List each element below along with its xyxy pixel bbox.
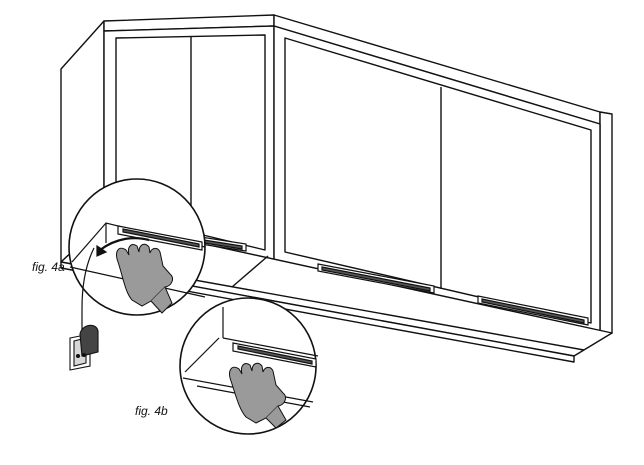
led-bar-middle-lens: [321, 266, 431, 292]
adapter-body: [79, 324, 99, 357]
fig-4b-label: fig. 4b: [135, 404, 168, 418]
hand-icon-4b: [229, 362, 287, 429]
right-door-inner: [284, 37, 592, 324]
fig-4a-label: fig. 4a: [32, 260, 65, 274]
callout-4b: [179, 297, 319, 435]
arrow-head: [96, 244, 108, 257]
callout-4a: [68, 178, 206, 334]
cabinet-right-side: [599, 111, 613, 335]
hand-icon: [116, 243, 173, 314]
callout-4b-detail: [182, 307, 319, 408]
cabinet-bottom-seam: [231, 255, 269, 288]
led-bar-right-lens: [481, 298, 585, 324]
callout-4a-detail: [69, 222, 206, 334]
power-plug-icon: [69, 324, 99, 371]
power-cable: [81, 247, 95, 334]
curved-arrow-icon: [99, 237, 150, 251]
left-door-inner: [115, 34, 266, 251]
